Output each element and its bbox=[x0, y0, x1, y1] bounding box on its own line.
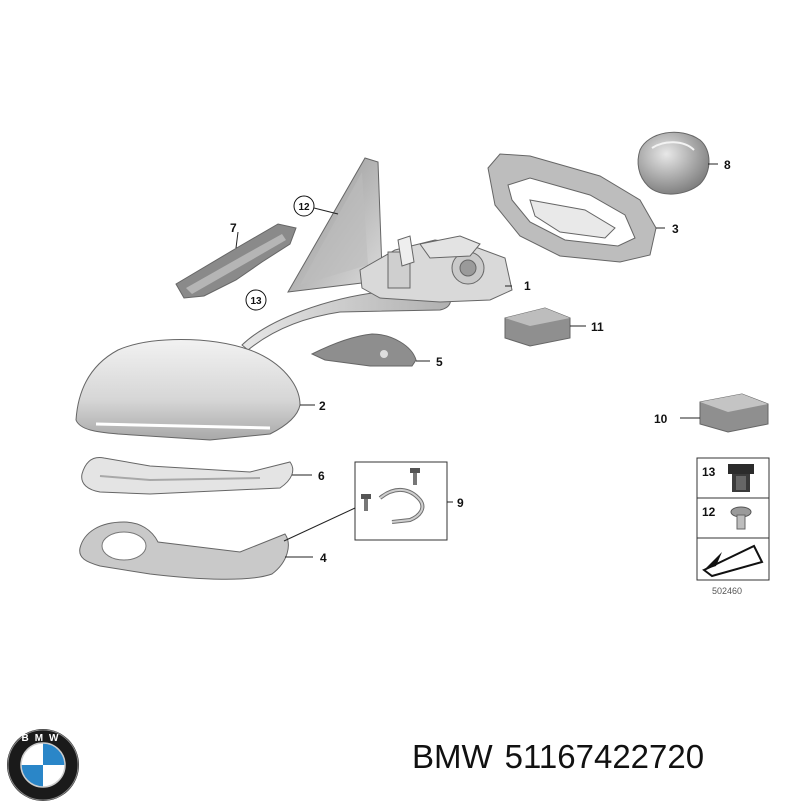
motor-part bbox=[637, 131, 710, 195]
callout-8: 8 bbox=[724, 158, 731, 172]
grommet-icon bbox=[728, 464, 754, 492]
callout-9: 9 bbox=[457, 496, 464, 510]
callout-circle-13 bbox=[245, 289, 267, 311]
callout-7: 7 bbox=[230, 221, 237, 235]
fastener-legend: 13 12 bbox=[696, 457, 770, 581]
bmw-logo: BMW bbox=[7, 729, 79, 801]
footer-caption: BMW 51167422720 bbox=[412, 738, 792, 776]
callout-13: 13 bbox=[250, 296, 262, 307]
pad-part-11 bbox=[504, 307, 571, 347]
cover-part-5 bbox=[310, 333, 417, 367]
callout-6: 6 bbox=[318, 469, 325, 483]
brand-name: BMW bbox=[412, 738, 493, 775]
part-number: 51167422720 bbox=[504, 738, 705, 775]
direction-arrow-icon bbox=[702, 544, 764, 578]
mirror-cover-part bbox=[75, 339, 301, 441]
callout-2: 2 bbox=[319, 399, 326, 413]
bracket-part bbox=[175, 223, 297, 299]
lower-trim-part bbox=[79, 521, 289, 580]
callout-3: 3 bbox=[672, 222, 679, 236]
diagram-code: 502460 bbox=[712, 586, 742, 596]
legend-label-12: 12 bbox=[702, 505, 716, 519]
callout-10: 10 bbox=[654, 412, 668, 426]
callout-5: 5 bbox=[436, 355, 443, 369]
screw-icon bbox=[730, 506, 752, 530]
legend-label-13: 13 bbox=[702, 465, 716, 479]
callout-12: 12 bbox=[298, 202, 310, 213]
bmw-logo-letters: BMW bbox=[22, 733, 65, 744]
pad-part-10 bbox=[699, 393, 769, 433]
mirror-base-part bbox=[241, 235, 513, 351]
callout-1: 1 bbox=[524, 279, 531, 293]
mirror-glass-part bbox=[287, 157, 383, 293]
callout-4: 4 bbox=[320, 551, 327, 565]
callout-11: 11 bbox=[591, 320, 604, 334]
mirror-frame-part bbox=[487, 153, 657, 263]
light-strip-part bbox=[81, 457, 294, 495]
callout-circle-12 bbox=[293, 195, 315, 217]
wiring-kit-box bbox=[354, 461, 448, 541]
